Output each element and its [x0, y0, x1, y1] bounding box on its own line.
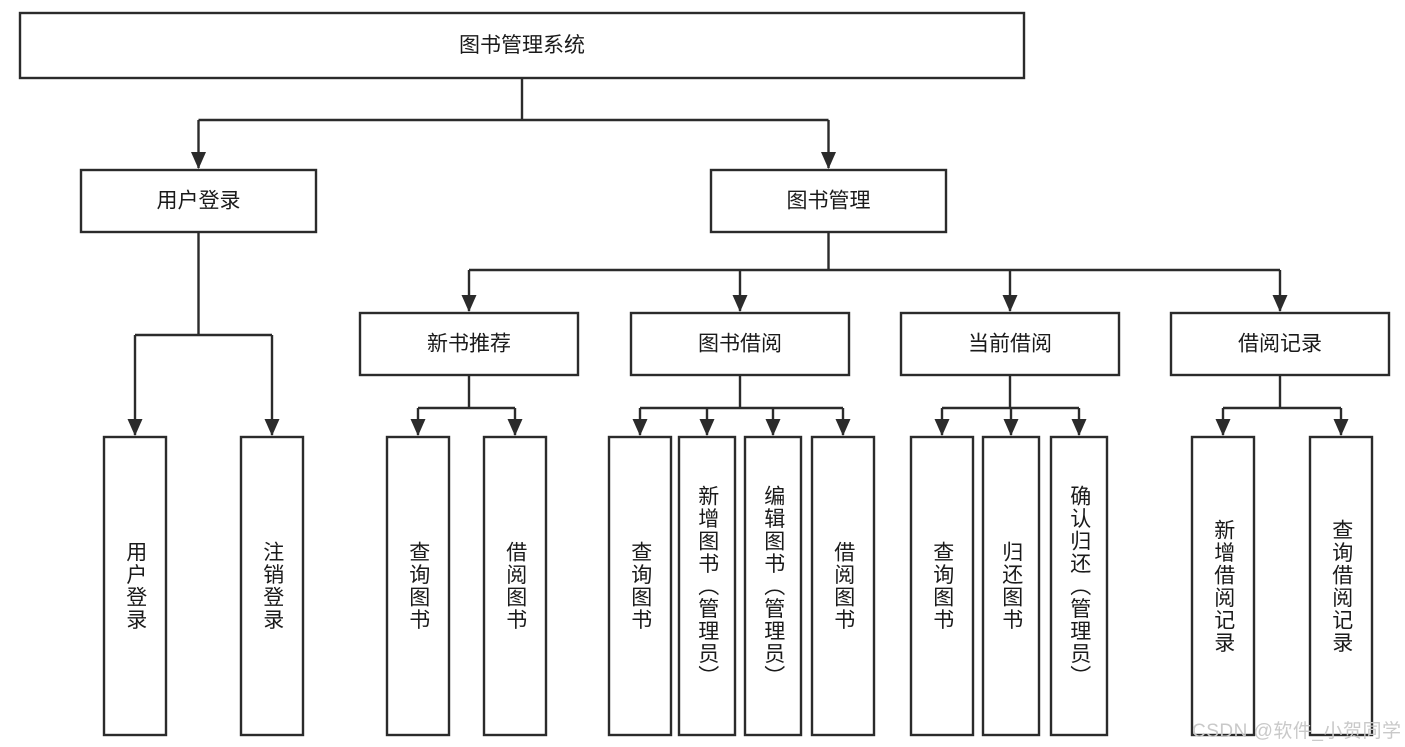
node-label-level2-1: 图书借阅 — [698, 333, 782, 356]
node-box-leaf-10[interactable] — [1049, 435, 1109, 737]
csdn-watermark: CSDN @软件_小贺同学 — [1192, 721, 1402, 742]
node-box-leaf-2[interactable] — [385, 435, 451, 737]
node-box-leaf-0[interactable] — [102, 435, 168, 737]
connector-arrowhead — [461, 295, 477, 312]
node-box-leaf-3[interactable] — [482, 435, 548, 737]
connector-arrowhead — [191, 152, 206, 169]
node-box-level1-1[interactable] — [709, 168, 948, 234]
node-box-level2-3[interactable] — [1169, 311, 1391, 377]
node-label-level1-1: 图书管理 — [787, 190, 871, 213]
node-box-leaf-4[interactable] — [607, 435, 673, 737]
node-box-level2-1[interactable] — [629, 311, 851, 377]
edges-layer — [127, 78, 1349, 436]
connector-arrowhead — [410, 419, 426, 436]
connector-arrowhead — [127, 419, 143, 436]
node-label-level2-0: 新书推荐 — [427, 333, 511, 356]
connector-arrowhead — [835, 419, 851, 436]
connector-arrowhead — [821, 152, 836, 169]
node-box-leaf-8[interactable] — [909, 435, 975, 737]
connector-arrowhead — [1272, 295, 1288, 312]
connector-arrowhead — [699, 419, 715, 436]
connector-arrowhead — [1071, 419, 1087, 436]
node-box-leaf-1[interactable] — [239, 435, 305, 737]
node-box-leaf-12[interactable] — [1308, 435, 1374, 737]
node-box-leaf-6[interactable] — [743, 435, 803, 737]
boxes-layer — [18, 11, 1391, 737]
node-label-level2-3: 借阅记录 — [1238, 333, 1322, 356]
connector-arrowhead — [264, 419, 280, 436]
connector-arrowhead — [632, 419, 648, 436]
node-box-root-0[interactable] — [18, 11, 1026, 80]
node-box-leaf-5[interactable] — [677, 435, 737, 737]
connector-arrowhead — [1333, 419, 1349, 436]
connector-arrowhead — [934, 419, 950, 436]
connector-arrowhead — [765, 419, 781, 436]
connector-arrowhead — [732, 295, 748, 312]
connector-arrowhead — [1003, 419, 1019, 436]
node-box-leaf-9[interactable] — [981, 435, 1041, 737]
node-label-level2-2: 当前借阅 — [968, 333, 1052, 356]
node-label-level1-0: 用户登录 — [157, 190, 241, 213]
connector-arrowhead — [1002, 295, 1018, 312]
node-box-leaf-7[interactable] — [810, 435, 876, 737]
node-label-root-0: 图书管理系统 — [459, 34, 585, 57]
node-box-level2-0[interactable] — [358, 311, 580, 377]
connector-arrowhead — [507, 419, 523, 436]
connector-arrowhead — [1215, 419, 1231, 436]
node-box-leaf-11[interactable] — [1190, 435, 1256, 737]
node-box-level2-2[interactable] — [899, 311, 1121, 377]
node-box-level1-0[interactable] — [79, 168, 318, 234]
